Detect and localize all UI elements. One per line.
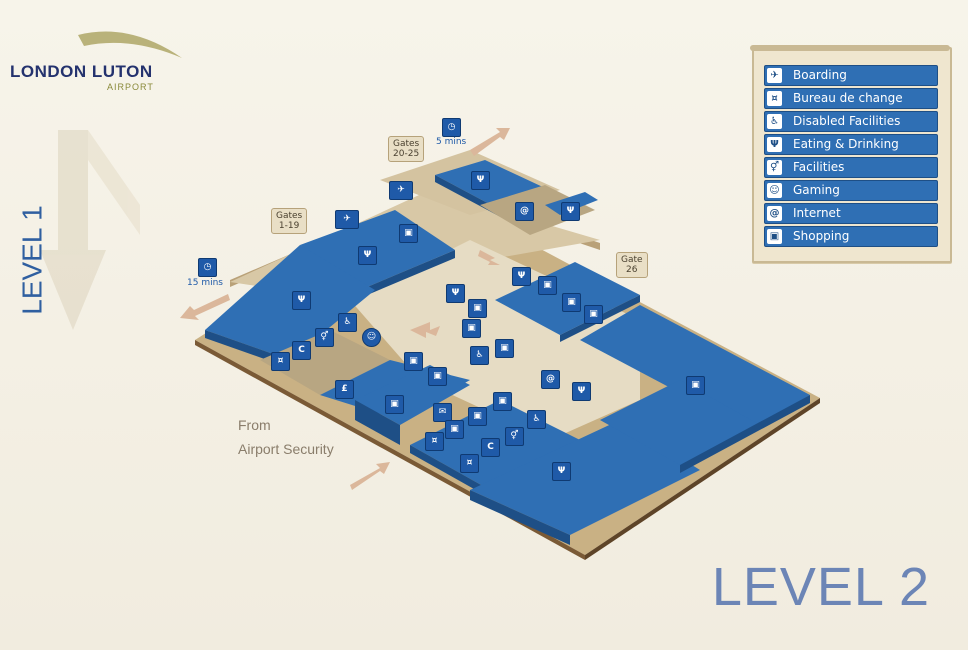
boarding-icon[interactable]: ✈ [335,210,359,229]
shopping-icon[interactable]: ▣ [468,299,487,318]
facilities-icon[interactable]: ⚥ [315,328,334,347]
airport-logo: LONDON LUTON AIRPORT [10,28,180,98]
gate-tag-line2: 26 [626,265,638,275]
shopping-icon[interactable]: ▣ [468,407,487,426]
shopping-icon[interactable]: ▣ [584,305,603,324]
disabled-facilities-icon[interactable]: ♿ [527,410,546,429]
facilities-icon: ⚥ [767,160,782,175]
bureau-de-change-icon: ¤ [767,91,782,106]
shopping-icon[interactable]: ▣ [428,367,447,386]
legend-item-shopping[interactable]: ▣ Shopping [764,226,938,247]
bureau-de-change-icon[interactable]: ¤ [425,432,444,451]
shopping-icon[interactable]: ▣ [493,392,512,411]
legend-item-gaming[interactable]: ☺ Gaming [764,180,938,201]
legend-item-internet[interactable]: @ Internet [764,203,938,224]
legend-item-eating-drinking[interactable]: Ψ Eating & Drinking [764,134,938,155]
level-1-text: LEVEL 1 [16,205,48,315]
gate-tag-line1: Gate [621,255,643,265]
shopping-icon[interactable]: ▣ [495,339,514,358]
eating-drinking-icon[interactable]: Ψ [358,246,377,265]
legend-label: Shopping [793,229,850,243]
legend-item-bureau-de-change[interactable]: ¤ Bureau de change [764,88,938,109]
shopping-icon: ▣ [767,229,782,244]
shopping-icon[interactable]: ▣ [462,319,481,338]
bureau-de-change-icon[interactable]: ¤ [460,454,479,473]
clock-icon: ◷ [442,118,461,137]
bureau-de-change-icon[interactable]: ¤ [271,352,290,371]
internet-icon: @ [767,206,782,221]
walk-time-15: 15 mins [187,278,223,288]
legend-label: Eating & Drinking [793,137,899,151]
eating-drinking-icon: Ψ [767,137,782,152]
mail-icon[interactable]: ✉ [433,403,452,422]
gate-tag-line2: 20-25 [393,149,420,159]
legend-label: Facilities [793,160,845,174]
boarding-icon: ✈ [767,68,782,83]
disabled-facilities-icon: ♿ [767,114,782,129]
internet-icon[interactable]: @ [541,370,560,389]
level-1-down-arrow [40,130,140,330]
gate-tag-line1: Gates [393,139,420,149]
gaming-icon[interactable]: ☺ [362,328,381,347]
level-2-label: LEVEL 2 [711,557,930,617]
gate-tag-line1: Gates [276,211,303,221]
gate-tag-26[interactable]: Gate 26 [616,252,648,278]
logo-subtitle: AIRPORT [107,82,154,92]
legend-label: Disabled Facilities [793,114,901,128]
legend-label: Gaming [793,183,840,197]
shopping-icon[interactable]: ▣ [445,420,464,439]
shopping-icon[interactable]: ▣ [399,224,418,243]
gate-tag-line2: 1-19 [278,221,300,231]
eating-drinking-icon[interactable]: Ψ [292,291,311,310]
disabled-facilities-icon[interactable]: ♿ [470,346,489,365]
level-1-label[interactable]: LEVEL 1 [0,200,60,320]
legend-label: Internet [793,206,841,220]
bureau-de-change-icon[interactable]: C [292,341,311,360]
logo-name: LONDON LUTON [10,62,153,81]
gate-tag-20-25[interactable]: Gates 20-25 [388,136,425,162]
internet-icon[interactable]: @ [515,202,534,221]
legend-label: Bureau de change [793,91,903,105]
facilities-icon[interactable]: ⚥ [505,427,524,446]
eating-drinking-icon[interactable]: Ψ [471,171,490,190]
logo-swoosh [78,31,182,58]
shopping-icon[interactable]: ▣ [686,376,705,395]
disabled-facilities-icon[interactable]: ♿ [338,313,357,332]
bureau-de-change-icon[interactable]: £ [335,380,354,399]
gate-tag-1-19[interactable]: Gates 1-19 [271,208,308,234]
legend-item-boarding[interactable]: ✈ Boarding [764,65,938,86]
boarding-icon[interactable]: ✈ [389,181,413,200]
airport-security-label: Airport Security [238,441,334,457]
shopping-icon[interactable]: ▣ [404,352,423,371]
shopping-icon[interactable]: ▣ [538,276,557,295]
eating-drinking-icon[interactable]: Ψ [512,267,531,286]
legend-rod [750,45,950,51]
eating-drinking-icon[interactable]: Ψ [561,202,580,221]
from-label: From [238,417,271,433]
legend-panel: ✈ Boarding ¤ Bureau de change ♿ Disabled… [750,45,952,263]
clock-icon: ◷ [198,258,217,277]
legend-item-disabled-facilities[interactable]: ♿ Disabled Facilities [764,111,938,132]
walk-time-5: 5 mins [436,137,467,147]
direction-arrows [180,128,510,490]
legend-item-facilities[interactable]: ⚥ Facilities [764,157,938,178]
eating-drinking-icon[interactable]: Ψ [572,382,591,401]
eating-drinking-icon[interactable]: Ψ [552,462,571,481]
gaming-icon: ☺ [767,183,782,198]
legend-label: Boarding [793,68,847,82]
shopping-icon[interactable]: ▣ [385,395,404,414]
bureau-de-change-icon[interactable]: C [481,438,500,457]
eating-drinking-icon[interactable]: Ψ [446,284,465,303]
shopping-icon[interactable]: ▣ [562,293,581,312]
